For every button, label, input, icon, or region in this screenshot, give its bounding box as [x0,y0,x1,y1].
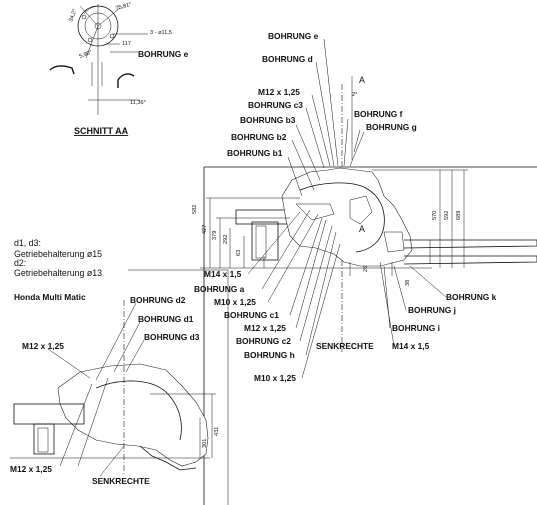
dim-text: 34,2° [68,8,78,22]
section-aa-view: 34,2° 75,81° 3 - ø11,5 117 5,95° 11,36° … [49,2,189,136]
honda-label-m12-top: M12 x 1,25 [22,341,64,351]
honda-label-bohrung-d3: BOHRUNG d3 [144,332,200,342]
label-m10-lower: M10 x 1,25 [254,373,296,383]
dim-26: 26 [363,266,369,272]
housing-detail [349,195,373,225]
honda-dim-301: 301 [202,439,208,448]
label-bohrung-e-section: BOHRUNG e [138,49,189,59]
section-title: SCHNITT AA [74,126,129,136]
hole-circle [81,14,87,20]
note-line: d1, d3: [14,238,41,248]
dim-689: 689 [456,211,462,220]
angle-line [97,7,121,27]
dim-63: 63 [236,250,242,256]
leader-lines [247,38,447,379]
section-stem [91,62,103,86]
honda-bracket-slot [37,427,49,453]
honda-lower-contour [139,445,197,471]
label-bohrung-d: BOHRUNG d [262,54,313,64]
dim-379: 379 [212,231,218,240]
section-contour-left [49,65,75,75]
honda-leader-lines [47,302,145,477]
dim-570: 570 [432,211,438,220]
dim-text: 75,81° [115,2,132,12]
honda-label-m12-bottom: M12 x 1,25 [10,464,52,474]
label-bohrung-j: BOHRUNG j [408,305,456,315]
section-contour-right [117,73,135,88]
dim-text: 3 - ø11,5 [150,30,172,36]
note-line: d2: [14,258,26,268]
dim-292: 292 [223,235,229,244]
label-m12-lower: M12 x 1,25 [244,323,286,333]
dim-text: 117 [122,41,131,47]
swingarm-lower [403,255,537,265]
label-bohrung-b3: BOHRUNG b3 [240,115,296,125]
section-marker-a-top: A [359,75,365,85]
label-bohrung-f: BOHRUNG f [354,109,403,119]
housing-detail [383,231,405,253]
honda-label-bohrung-d2: BOHRUNG d2 [130,295,186,305]
label-bohrung-g: BOHRUNG g [366,122,417,132]
dim-592: 592 [444,211,450,220]
label-bohrung-k: BOHRUNG k [446,292,497,302]
dim-text: 5,95° [79,50,93,60]
label-bohrung-i: BOHRUNG i [392,323,440,333]
honda-engine-housing [57,363,209,467]
note-line: Getriebehalterung ø13 [14,268,102,278]
label-m14-right: M14 x 1,5 [392,341,430,351]
honda-crankcase-contour [95,380,182,441]
label-bohrung-c3: BOHRUNG c3 [248,100,303,110]
dim-38: 38 [405,280,411,286]
label-m10-left: M10 x 1,25 [214,297,256,307]
honda-label-bohrung-d1: BOHRUNG d1 [138,314,194,324]
angle-arc [83,5,111,15]
angle-line [85,25,99,59]
mount-plate [295,203,335,221]
bracket-left [251,221,279,261]
dim-2deg: 2° [352,92,357,98]
hole-circle [109,33,115,39]
label-bohrung-e: BOHRUNG e [268,31,319,41]
hole-circle [87,37,93,43]
dim-427: 427 [202,225,208,234]
label-bohrung-h: BOHRUNG h [244,350,295,360]
honda-label-senkrechte: SENKRECHTE [92,476,150,486]
notes-block: d1, d3: Getriebehalterung ø15 d2: Getrie… [14,238,102,278]
angle-line [79,5,99,27]
label-bohrung-a: BOHRUNG a [194,284,245,294]
label-bohrung-b2: BOHRUNG b2 [231,132,287,142]
honda-bracket [33,423,55,455]
label-bohrung-b1: BOHRUNG b1 [227,148,283,158]
note-line: Getriebehalterung ø15 [14,249,102,259]
label-m14-left: M14 x 1,5 [204,269,242,279]
dim-582: 582 [192,205,198,214]
label-bohrung-c2: BOHRUNG c2 [236,336,291,346]
dim-text: 11,36° [130,100,146,106]
section-marker-a-mid: A [359,224,365,234]
honda-title: Honda Multi Matic [14,292,86,302]
honda-view: Honda Multi Matic BOHRUNG d2 BOHRUNG d1 … [10,292,220,486]
label-m12: M12 x 1,25 [258,87,300,97]
label-senkrechte: SENKRECHTE [316,341,374,351]
honda-dim-431: 431 [214,427,220,436]
crankcase-contour [299,182,385,253]
swingarm-upper [403,239,537,249]
bracket-slot [255,225,267,259]
main-view: BOHRUNG e BOHRUNG d A M12 x 1,25 2° BOHR… [128,31,537,505]
label-bohrung-c1: BOHRUNG c1 [224,310,279,320]
